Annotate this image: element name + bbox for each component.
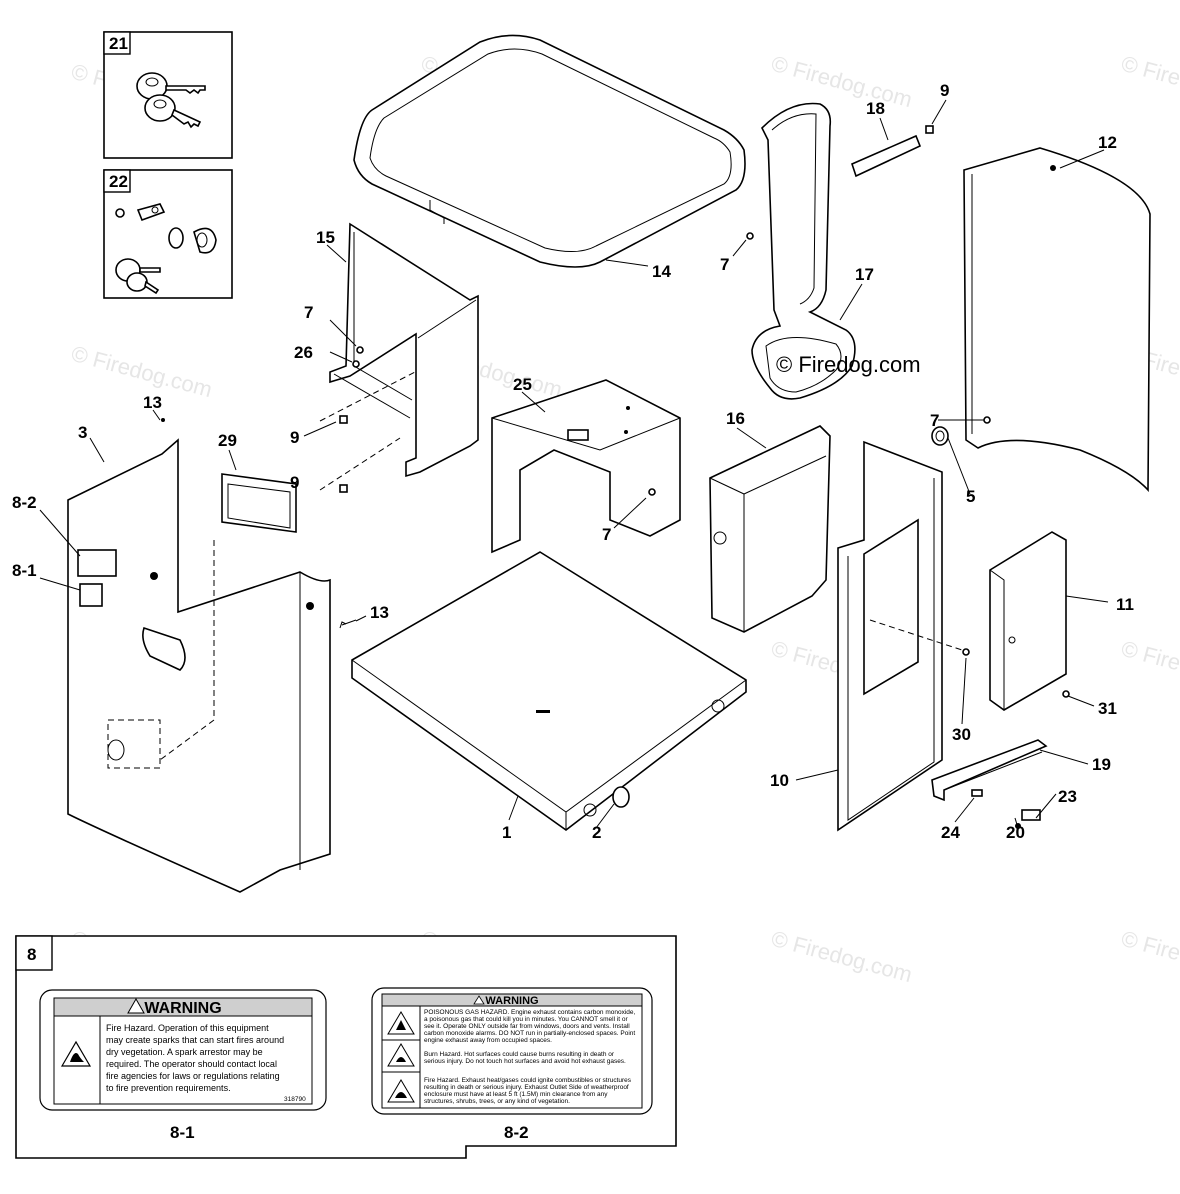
part-14-lid xyxy=(353,34,746,268)
decal-line: carbon monoxide alarms. DO NOT run in pa… xyxy=(424,1030,635,1037)
decal-heading: WARNING xyxy=(144,1000,221,1017)
decal-line: to fire prevention requirements. xyxy=(106,1083,231,1093)
callout-8-1: 8-1 xyxy=(12,561,37,580)
decal-line: structures, shrubs, trees, or any kind o… xyxy=(424,1098,570,1105)
decal-line: Fire Hazard. Exhaust heat/gases could ig… xyxy=(424,1077,632,1084)
callout-8-2: 8-2 xyxy=(12,493,37,512)
callout-9: 9 xyxy=(290,428,299,447)
warning-decal-8-2: WARNING POISONOUS GAS HAZARD. Engine exh… xyxy=(371,987,653,1115)
inset-box-8: 8 WARNING Fire Hazard. Operation of this… xyxy=(15,935,677,1159)
callout-7: 7 xyxy=(304,303,313,322)
callout-18: 18 xyxy=(866,99,885,118)
callout-25: 25 xyxy=(513,375,532,394)
decal-code: 318790 xyxy=(284,1096,306,1103)
callout-16: 16 xyxy=(726,409,745,428)
callout-19: 19 xyxy=(1092,755,1111,774)
watermark: © Firedog.com xyxy=(769,51,915,113)
callout-29: 29 xyxy=(218,431,237,450)
watermark: © Firedog.com xyxy=(769,926,915,988)
callout-20: 20 xyxy=(1006,823,1025,842)
callout-30: 30 xyxy=(952,725,971,744)
watermark: © Firedog.com xyxy=(776,352,921,377)
callout-7: 7 xyxy=(602,525,611,544)
part-11-door xyxy=(989,531,1067,711)
part-15-bracket xyxy=(329,222,479,478)
warning-decal-8-1: WARNING Fire Hazard. Operation of this e… xyxy=(39,989,327,1111)
part-12-side-panel xyxy=(963,147,1151,493)
part-16-control-box xyxy=(709,425,831,633)
part-19-rail xyxy=(931,739,1048,821)
callout-3: 3 xyxy=(78,423,87,442)
decal-line: may create sparks that can start fires a… xyxy=(106,1035,284,1045)
callout-24: 24 xyxy=(941,823,960,842)
box-number-22: 22 xyxy=(109,172,128,191)
warning-triangle-icon xyxy=(127,997,145,1014)
callout-10: 10 xyxy=(770,771,789,790)
callout-1: 1 xyxy=(502,823,511,842)
fasteners xyxy=(319,232,1070,829)
decal-area-8-1 xyxy=(79,583,103,607)
inset-box-21: 21 xyxy=(103,31,233,159)
callout-15: 15 xyxy=(316,228,335,247)
callout-9: 9 xyxy=(290,473,299,492)
part-3-front-panel xyxy=(67,418,331,893)
decal-line: Fire Hazard. Operation of this equipment xyxy=(106,1023,269,1033)
part-1-base xyxy=(351,551,747,831)
watermark: © Firedog.com xyxy=(1119,926,1180,988)
callout-labels: 3 13 29 8-2 8-1 15 7 26 9 25 7 13 1 2 14… xyxy=(12,81,1134,842)
key-icon xyxy=(136,72,206,129)
decal-line: fire agencies for laws or regulations re… xyxy=(106,1071,280,1081)
decal-line: engine exhaust away from occupied spaces… xyxy=(424,1037,552,1044)
box-number-21: 21 xyxy=(109,34,128,53)
callout-13: 13 xyxy=(143,393,162,412)
part-5-grommet xyxy=(931,426,949,446)
decal-line: required. The operator should contact lo… xyxy=(106,1059,277,1069)
decal-line: resulting in death or serious injury. Ex… xyxy=(424,1084,629,1091)
decal-line: a poisonous gas that could kill you in m… xyxy=(424,1016,628,1023)
decal-line: enclosure must have at least 5 ft (1.5M)… xyxy=(424,1091,608,1098)
leader-lines xyxy=(39,99,1109,829)
lock-icon xyxy=(115,203,217,295)
watermark: © Firedog.com xyxy=(69,341,215,403)
decal-line: dry vegetation. A spark arrestor may be xyxy=(106,1047,263,1057)
callout-31: 31 xyxy=(1098,699,1117,718)
callout-23: 23 xyxy=(1058,787,1077,806)
fire-hazard-icon xyxy=(387,1079,415,1103)
caption-8-2: 8-2 xyxy=(504,1123,529,1142)
callout-7: 7 xyxy=(720,255,729,274)
decal-heading: WARNING xyxy=(485,995,538,1007)
part-2-plug xyxy=(612,786,630,808)
callout-26: 26 xyxy=(294,343,313,362)
part-18-strip xyxy=(851,134,922,178)
callout-2: 2 xyxy=(592,823,601,842)
caption-8-1: 8-1 xyxy=(170,1123,195,1142)
callout-13: 13 xyxy=(370,603,389,622)
watermark: © Firedog.com xyxy=(1119,636,1180,698)
warning-triangle-icon xyxy=(473,995,485,1005)
part-9-nut xyxy=(925,125,934,134)
part-10-door-frame xyxy=(837,440,943,832)
callout-9: 9 xyxy=(940,81,949,100)
callout-14: 14 xyxy=(652,262,671,281)
callout-11: 11 xyxy=(1116,595,1134,614)
fire-hazard-icon xyxy=(60,1040,92,1067)
decal-area-8-2 xyxy=(77,549,117,577)
part-29-plate xyxy=(221,473,297,533)
callout-7: 7 xyxy=(930,411,939,430)
decal-line: POISONOUS GAS HAZARD. Engine exhaust con… xyxy=(424,1009,636,1016)
part-25-frame xyxy=(491,379,681,554)
callout-5: 5 xyxy=(966,487,975,506)
part-17-exhaust-duct: © Firedog.com xyxy=(751,102,921,400)
decal-line: serious injury. Do not touch hot surface… xyxy=(424,1058,626,1065)
watermark: © Firedog.com xyxy=(1119,51,1180,113)
decal-line: see it. Operate ONLY outside far from wi… xyxy=(424,1023,630,1030)
callout-12: 12 xyxy=(1098,133,1117,152)
box-number-8: 8 xyxy=(27,945,36,964)
inset-box-22: 22 xyxy=(103,169,233,299)
callout-17: 17 xyxy=(855,265,874,284)
decal-line: Burn Hazard. Hot surfaces could cause bu… xyxy=(424,1051,615,1058)
hot-surface-icon xyxy=(387,1043,415,1067)
